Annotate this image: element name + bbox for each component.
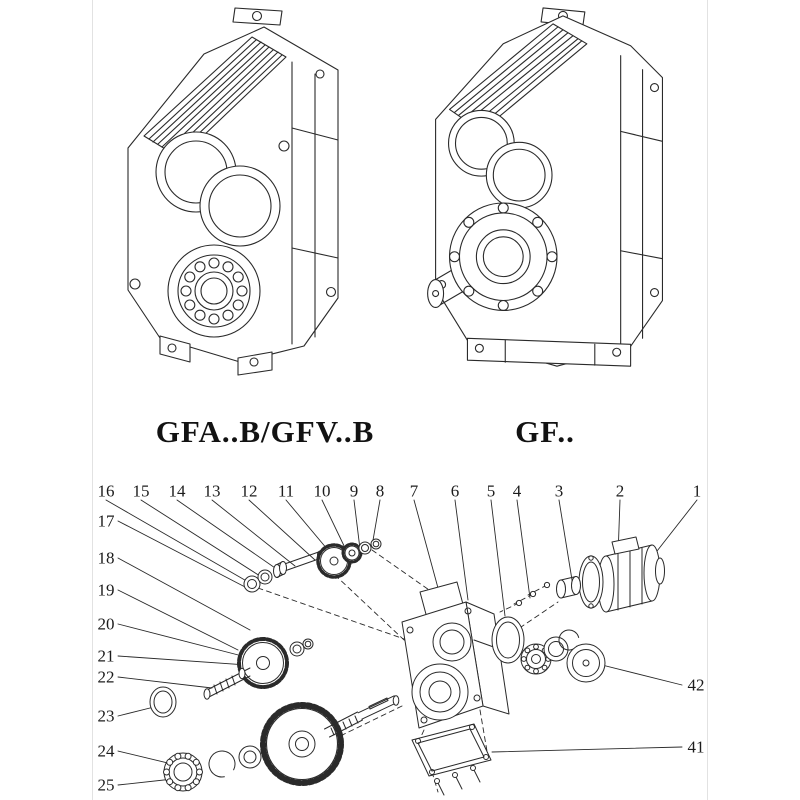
- page-edge-left: [92, 0, 93, 800]
- callout-25: 25: [97, 775, 115, 795]
- mounting-feet: [159, 335, 273, 376]
- callout-8: 8: [375, 481, 385, 501]
- callout-2: 2: [615, 481, 625, 501]
- output-flange: [448, 202, 558, 311]
- callout-42: 42: [687, 675, 705, 695]
- part-bearing-set-right: [491, 616, 580, 675]
- part-bolts: [515, 581, 551, 607]
- part-mid-gear-set: [149, 637, 314, 718]
- cooling-fins: [143, 36, 287, 159]
- callout-3: 3: [554, 481, 564, 501]
- model-label-gfab: GFA..B/GFV..B: [155, 414, 375, 449]
- part-ball-bearing: [163, 741, 278, 792]
- callout-17: 17: [97, 511, 115, 531]
- page-edge-right: [707, 0, 708, 800]
- callout-13: 13: [203, 481, 221, 501]
- callout-21: 21: [97, 646, 115, 666]
- callout-15: 15: [132, 481, 150, 501]
- callout-6: 6: [450, 481, 460, 501]
- callout-12: 12: [240, 481, 258, 501]
- callout-18: 18: [97, 548, 115, 568]
- top-cap: [232, 7, 283, 26]
- callout-41: 41: [687, 737, 705, 757]
- callout-14: 14: [168, 481, 186, 501]
- callout-24: 24: [97, 741, 115, 761]
- callout-10: 10: [313, 481, 331, 501]
- part-output-gear: [260, 702, 344, 786]
- callout-16: 16: [97, 481, 115, 501]
- model-label-gf: GF..: [515, 414, 575, 449]
- callout-4: 4: [512, 481, 522, 501]
- callout-23: 23: [97, 706, 115, 726]
- callout-5: 5: [486, 481, 496, 501]
- bearing-detail: [167, 244, 261, 338]
- technical-drawing-gfab: [127, 7, 339, 376]
- callout-19: 19: [97, 580, 115, 600]
- callout-11: 11: [277, 481, 295, 501]
- part-gear-stack: [243, 538, 382, 593]
- technical-drawing-gf: [427, 7, 664, 367]
- callout-22: 22: [97, 667, 115, 687]
- part-motor-unit: [556, 536, 665, 613]
- base-plate: [466, 337, 632, 367]
- callout-1: 1: [692, 481, 702, 501]
- part-cover-disc: [566, 643, 606, 683]
- bore-circles: [155, 131, 281, 247]
- part-housing: [401, 581, 510, 729]
- part-gasket-plate: [411, 723, 492, 796]
- part-input-shaft: [324, 695, 400, 738]
- bore-circles: [447, 109, 553, 209]
- callout-20: 20: [97, 614, 115, 634]
- callout-9: 9: [349, 481, 359, 501]
- leader-lines: [105, 499, 698, 786]
- exploded-view-diagram: [105, 499, 698, 796]
- callout-7: 7: [409, 481, 419, 501]
